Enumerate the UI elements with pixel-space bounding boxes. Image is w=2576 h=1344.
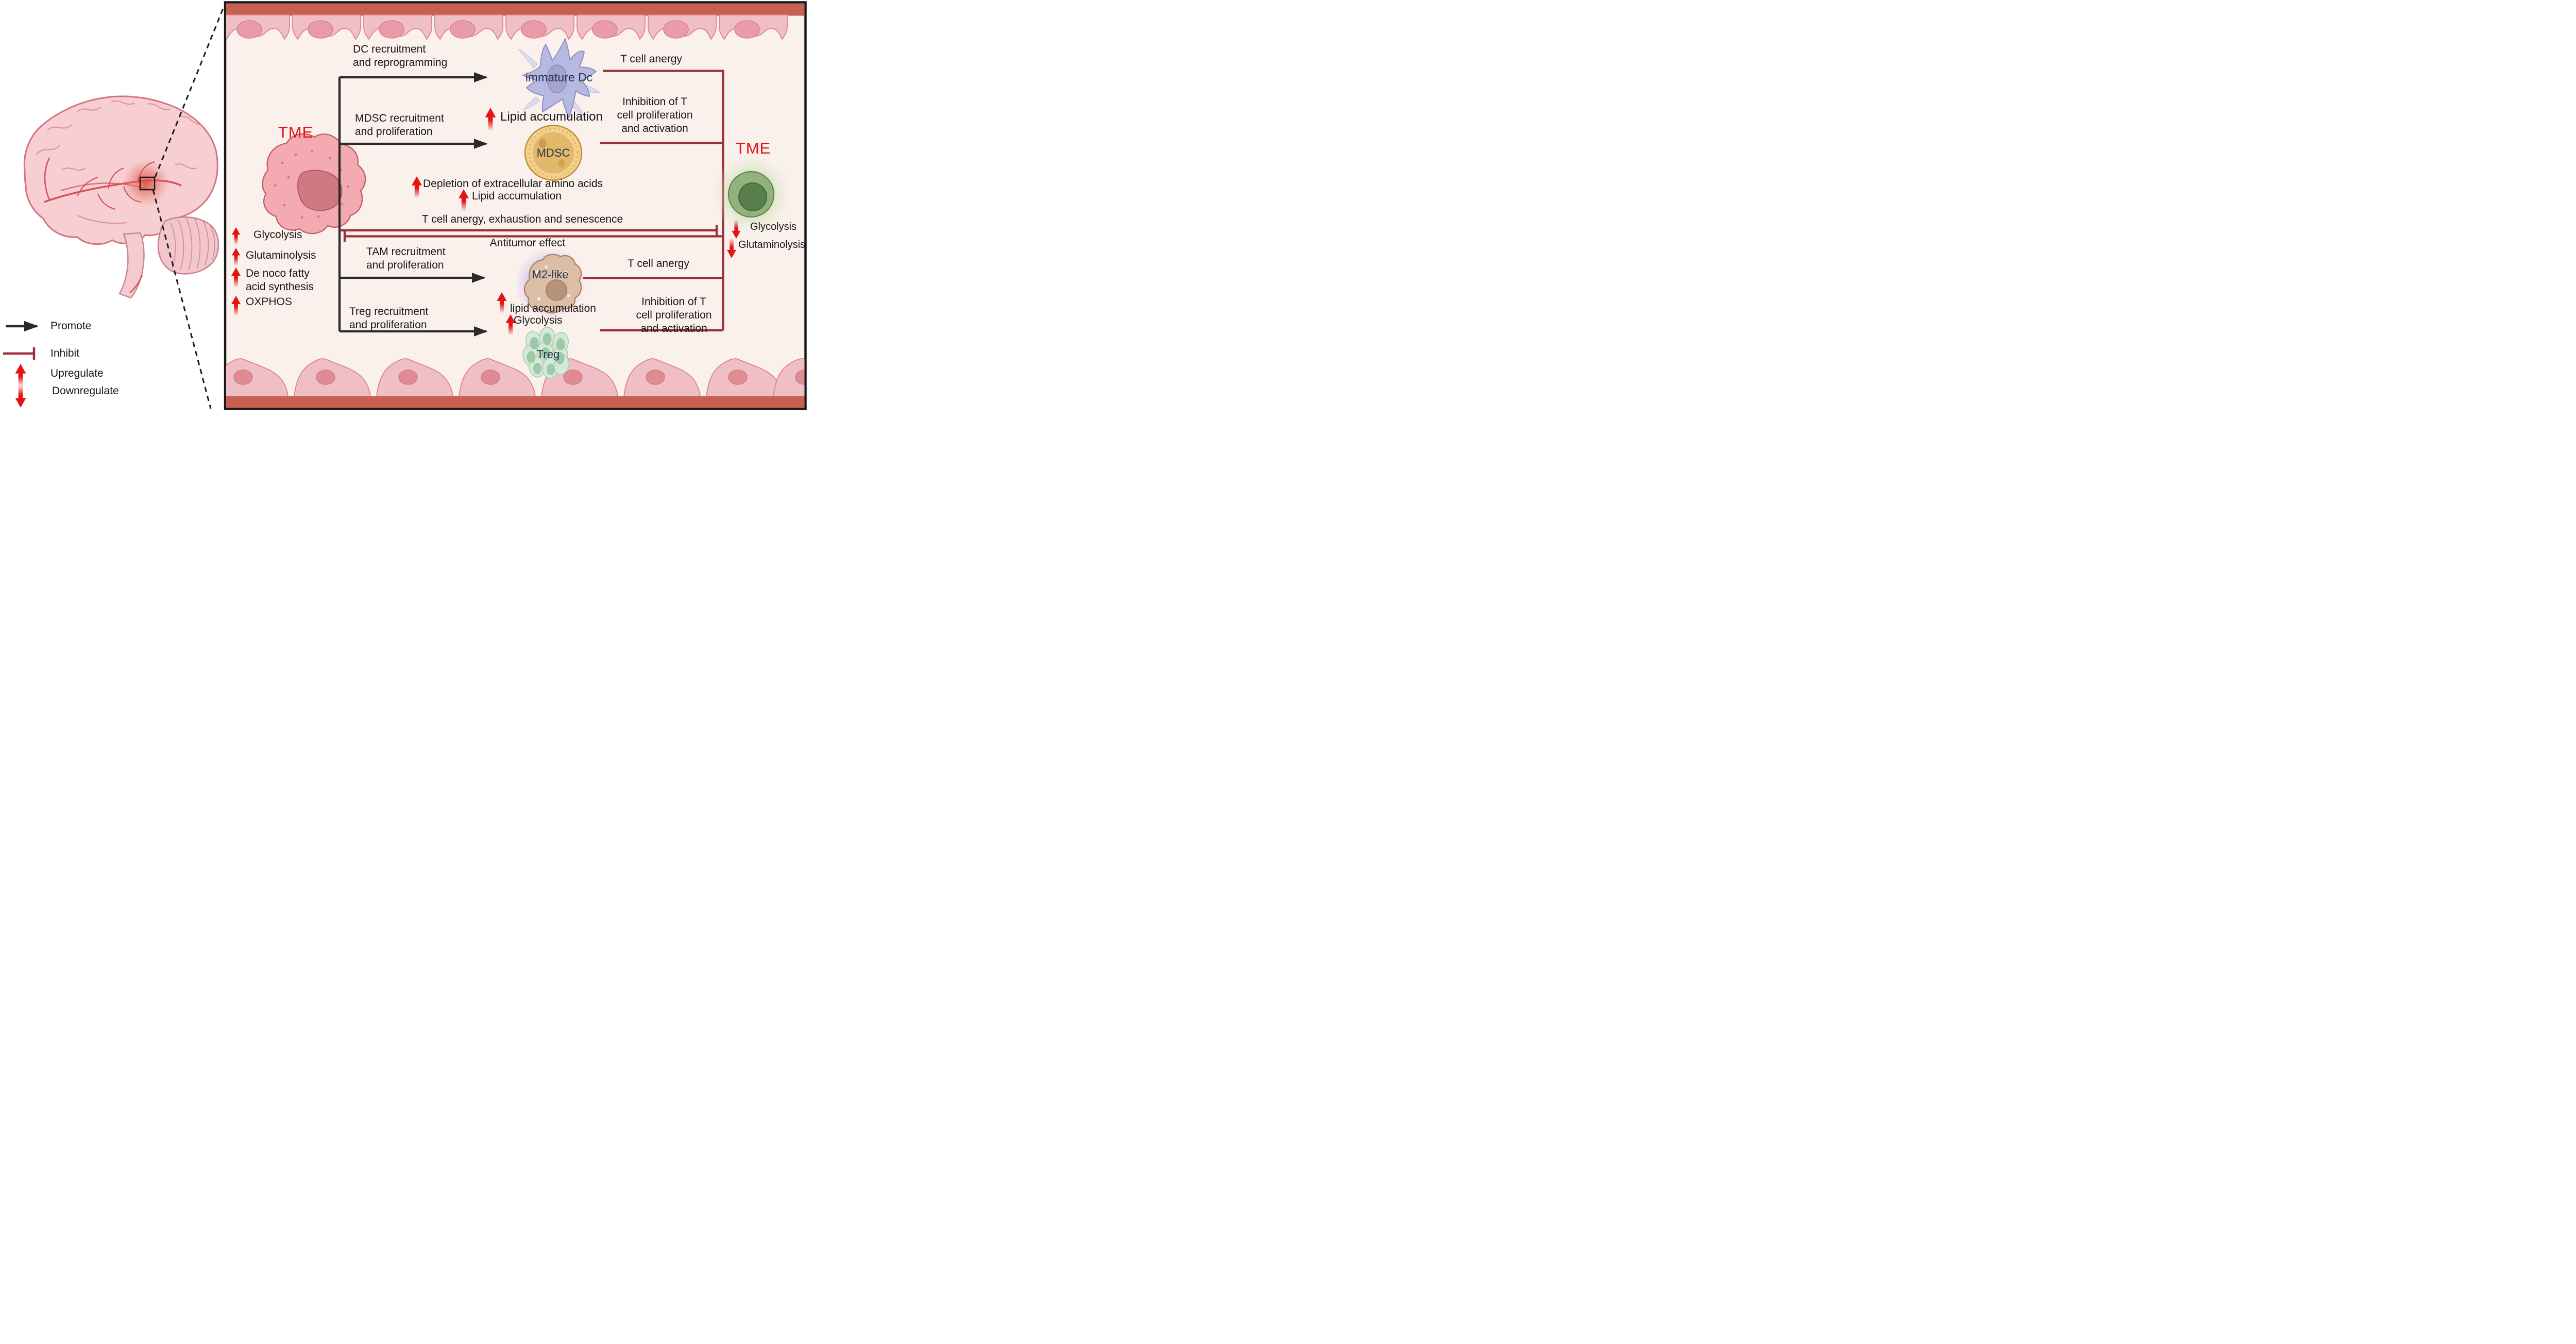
immature-dc-label: immature Dc: [525, 71, 593, 84]
legend-icons: [3, 321, 39, 408]
tam-arrow-label: TAM recruitment and proliferation: [366, 245, 446, 272]
figure-canvas: DC recruitment and reprogramming T cell …: [0, 0, 808, 412]
t-cell-icon: [711, 154, 791, 234]
brainstem: [118, 232, 145, 299]
tumor-oxphos-label: OXPHOS: [246, 296, 292, 308]
tumor-glutaminolysis-label: Glutaminolysis: [246, 249, 316, 261]
dc-arrow-label-line1: DC recruitment: [353, 43, 426, 55]
legend-inhibit-label: Inhibit: [50, 347, 80, 359]
tumor-fatty-acid-line1: De noco fatty: [246, 267, 310, 279]
tumor-glycolysis-label: Glycolysis: [253, 229, 302, 241]
lipid-accumulation-mid-label: Lipid accumulation: [472, 190, 562, 202]
inhibition-bottom-line3: and activation: [640, 323, 707, 334]
legend-promote-label: Promote: [50, 320, 92, 332]
tumor-site-glow: [122, 159, 170, 207]
legend-downregulate-label: Downregulate: [52, 385, 119, 397]
vessel-wall-top: [226, 4, 805, 40]
t-cell-anergy-top-label: T cell anergy: [620, 53, 682, 65]
mdsc-arrow-label-line1: MDSC recruitment: [355, 112, 444, 124]
inhibition-top-line1: Inhibition of T: [622, 96, 687, 108]
mdsc-arrow-label-line2: and proliferation: [355, 126, 433, 138]
mdsc-arrow-label: MDSC recruitment and proliferation: [355, 112, 444, 139]
dc-arrow-label: DC recruitment and reprogramming: [353, 43, 447, 70]
antitumor-effect-label: Antitumor effect: [489, 237, 566, 249]
tcell-glycolysis-label: Glycolysis: [750, 221, 797, 232]
inhibition-top-label: Inhibition of T cell proliferation and a…: [617, 95, 692, 136]
m2-macrophage-icon: [514, 247, 586, 320]
treg-label: Treg: [536, 348, 560, 361]
depletion-amino-acids-label: Depletion of extracellular amino acids: [423, 178, 603, 190]
dendritic-cell-icon: [518, 38, 601, 119]
t-cell-anergy-bottom-label: T cell anergy: [628, 258, 689, 270]
downregulate-arrow-icon: [15, 385, 26, 408]
tme-label-left: TME: [278, 123, 314, 141]
treg-arrow-label-line1: Treg recruitment: [349, 306, 429, 317]
promote-arrows: [338, 72, 488, 337]
magnifier-square: [139, 176, 156, 191]
m2-glycolysis-label: Glycolysis: [514, 314, 563, 326]
inhibition-bottom-label: Inhibition of T cell proliferation and a…: [636, 295, 711, 335]
gyri-lines: [36, 100, 202, 224]
m2-lipid-accumulation-label: lipid accumulation: [510, 303, 596, 314]
cerebrum-shape: [23, 95, 218, 245]
inhibition-top-line2: cell proliferation: [617, 109, 693, 121]
tumor-fatty-acid-label: De noco fatty acid synthesis: [246, 267, 314, 294]
m2-like-label: M2-like: [532, 268, 569, 281]
mdsc-lipid-accumulation-label: Lipid accumulation: [500, 110, 603, 124]
treg-arrow-label-line2: and proliferation: [349, 319, 427, 331]
tme-label-right: TME: [735, 139, 771, 157]
dashed-callout-lines: [152, 4, 226, 409]
t-cell-anergy-exhaustion-label: T cell anergy, exhaustion and senescence: [421, 213, 623, 225]
brain-illustration: [23, 95, 219, 299]
tam-arrow-label-line1: TAM recruitment: [366, 246, 446, 258]
inhibition-bottom-line2: cell proliferation: [636, 309, 712, 321]
mdsc-cell-icon: [524, 125, 583, 181]
dc-arrow-label-line2: and reprogramming: [353, 57, 448, 69]
cerebellum: [157, 216, 219, 275]
mdsc-label: MDSC: [536, 146, 570, 159]
inhibition-top-line3: and activation: [621, 123, 688, 135]
figure-graphics: [3, 1, 807, 410]
tumor-fatty-acid-line2: acid synthesis: [246, 281, 314, 293]
treg-arrow-label: Treg recruitment and proliferation: [349, 305, 428, 332]
inhibit-line-icon: [3, 347, 36, 360]
treg-cluster-icon: [522, 327, 570, 379]
upregulate-arrow-icon: [15, 364, 26, 387]
legend-upregulate-label: Upregulate: [50, 367, 104, 379]
inhibition-bottom-line1: Inhibition of T: [641, 296, 706, 308]
inhibit-lines: [340, 70, 724, 332]
tcell-glutaminolysis-label: Glutaminolysis: [738, 239, 806, 250]
tam-arrow-label-line2: and proliferation: [366, 259, 444, 271]
vessel-wall-bottom: [226, 358, 805, 408]
